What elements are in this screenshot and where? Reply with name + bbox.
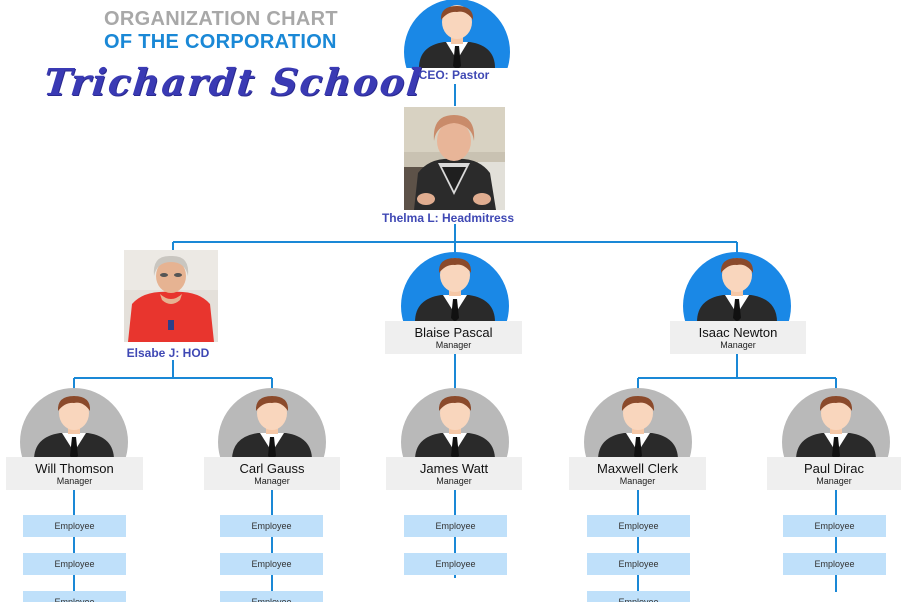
hod-photo [124, 250, 218, 342]
james-avatar [401, 388, 509, 460]
blaise-avatar [401, 252, 509, 322]
employee-box: Employee [220, 553, 323, 575]
manager-name: Paul Dirac [804, 461, 864, 476]
employee-box: Employee [587, 591, 690, 602]
isaac-newton-box: Isaac Newton Manager [670, 321, 806, 354]
headmistress-photo [404, 107, 505, 210]
manager-box-paul-dirac: Paul Dirac Manager [767, 457, 901, 490]
chart-title-line1: ORGANIZATION CHART [104, 8, 338, 30]
ceo-caption: CEO: Pastor [418, 68, 490, 82]
manager-role: Manager [436, 476, 472, 486]
blaise-pascal-role: Manager [435, 340, 472, 350]
paul-avatar [782, 388, 890, 460]
hod-caption: Elsabe J: HOD [126, 346, 210, 360]
employee-box: Employee [404, 515, 507, 537]
manager-name: James Watt [419, 461, 489, 476]
chart-title-line2: OF THE CORPORATION [104, 31, 337, 53]
employee-box: Employee [587, 553, 690, 575]
employee-box: Employee [220, 591, 323, 602]
isaac-newton-role: Manager [720, 340, 756, 350]
isaac-newton-name: Isaac Newton [698, 325, 778, 340]
employee-box: Employee [23, 515, 126, 537]
maxwell-avatar [584, 388, 692, 460]
employee-box: Employee [404, 553, 507, 575]
carl-avatar [218, 388, 326, 460]
manager-box-carl-gauss: Carl Gauss Manager [204, 457, 340, 490]
employee-box: Employee [783, 515, 886, 537]
will-avatar [20, 388, 128, 460]
ceo-avatar [404, 0, 510, 68]
isaac-avatar [683, 252, 791, 322]
employee-box: Employee [23, 553, 126, 575]
employee-box: Employee [23, 591, 126, 602]
manager-role: Manager [56, 476, 93, 486]
employee-box: Employee [220, 515, 323, 537]
headmistress-caption: Thelma L: Headmitress [381, 211, 515, 225]
manager-name: Maxwell Clerk [597, 461, 678, 476]
blaise-pascal-name: Blaise Pascal [414, 325, 493, 340]
manager-name: Will Thomson [35, 461, 114, 476]
manager-role: Manager [254, 476, 290, 486]
school-name: Trichardt School [41, 60, 426, 104]
blaise-pascal-box: Blaise Pascal Manager [385, 321, 522, 354]
manager-role: Manager [816, 476, 852, 486]
manager-box-will-thomson: Will Thomson Manager [6, 457, 143, 490]
manager-name: Carl Gauss [239, 461, 305, 476]
manager-box-maxwell-clerk: Maxwell Clerk Manager [569, 457, 706, 490]
employee-box: Employee [783, 553, 886, 575]
employee-box: Employee [587, 515, 690, 537]
manager-role: Manager [619, 476, 656, 486]
manager-box-james-watt: James Watt Manager [386, 457, 522, 490]
